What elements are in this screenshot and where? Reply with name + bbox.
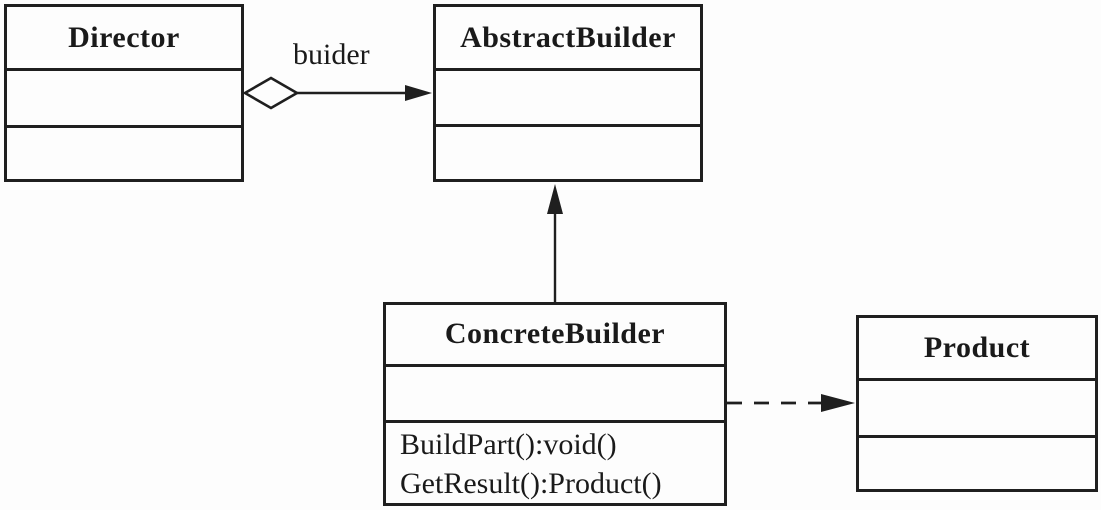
operations-compartment-director xyxy=(7,128,241,179)
class-name-director: Director xyxy=(7,7,241,71)
attributes-compartment-product xyxy=(859,381,1095,438)
aggregation-arrowhead xyxy=(405,85,432,101)
class-box-concrete-builder: ConcreteBuilder BuildPart():void() GetRe… xyxy=(383,302,727,506)
dependency-arrowhead xyxy=(821,394,855,412)
dependency-connector xyxy=(727,394,855,412)
aggregation-connector xyxy=(242,76,432,110)
method-getresult: GetResult():Product() xyxy=(400,467,662,500)
operations-compartment-abstract-builder xyxy=(436,127,700,179)
operations-compartment-product xyxy=(859,438,1095,489)
class-box-product: Product xyxy=(856,315,1098,492)
attributes-compartment-concrete-builder xyxy=(386,367,724,423)
method-buildpart: BuildPart():void() xyxy=(400,428,617,461)
attributes-compartment-abstract-builder xyxy=(436,71,700,127)
generalization-connector xyxy=(547,184,563,302)
class-name-abstract-builder: AbstractBuilder xyxy=(436,7,700,71)
class-box-abstract-builder: AbstractBuilder xyxy=(433,4,703,182)
aggregation-diamond xyxy=(242,76,300,110)
aggregation-edge-label: buider xyxy=(293,38,370,71)
generalization-arrowhead xyxy=(547,184,563,214)
class-name-product: Product xyxy=(859,318,1095,381)
operations-compartment-concrete-builder: BuildPart():void() GetResult():Product() xyxy=(386,423,724,503)
class-box-director: Director xyxy=(4,4,244,182)
class-name-concrete-builder: ConcreteBuilder xyxy=(386,305,724,367)
attributes-compartment-director xyxy=(7,71,241,128)
